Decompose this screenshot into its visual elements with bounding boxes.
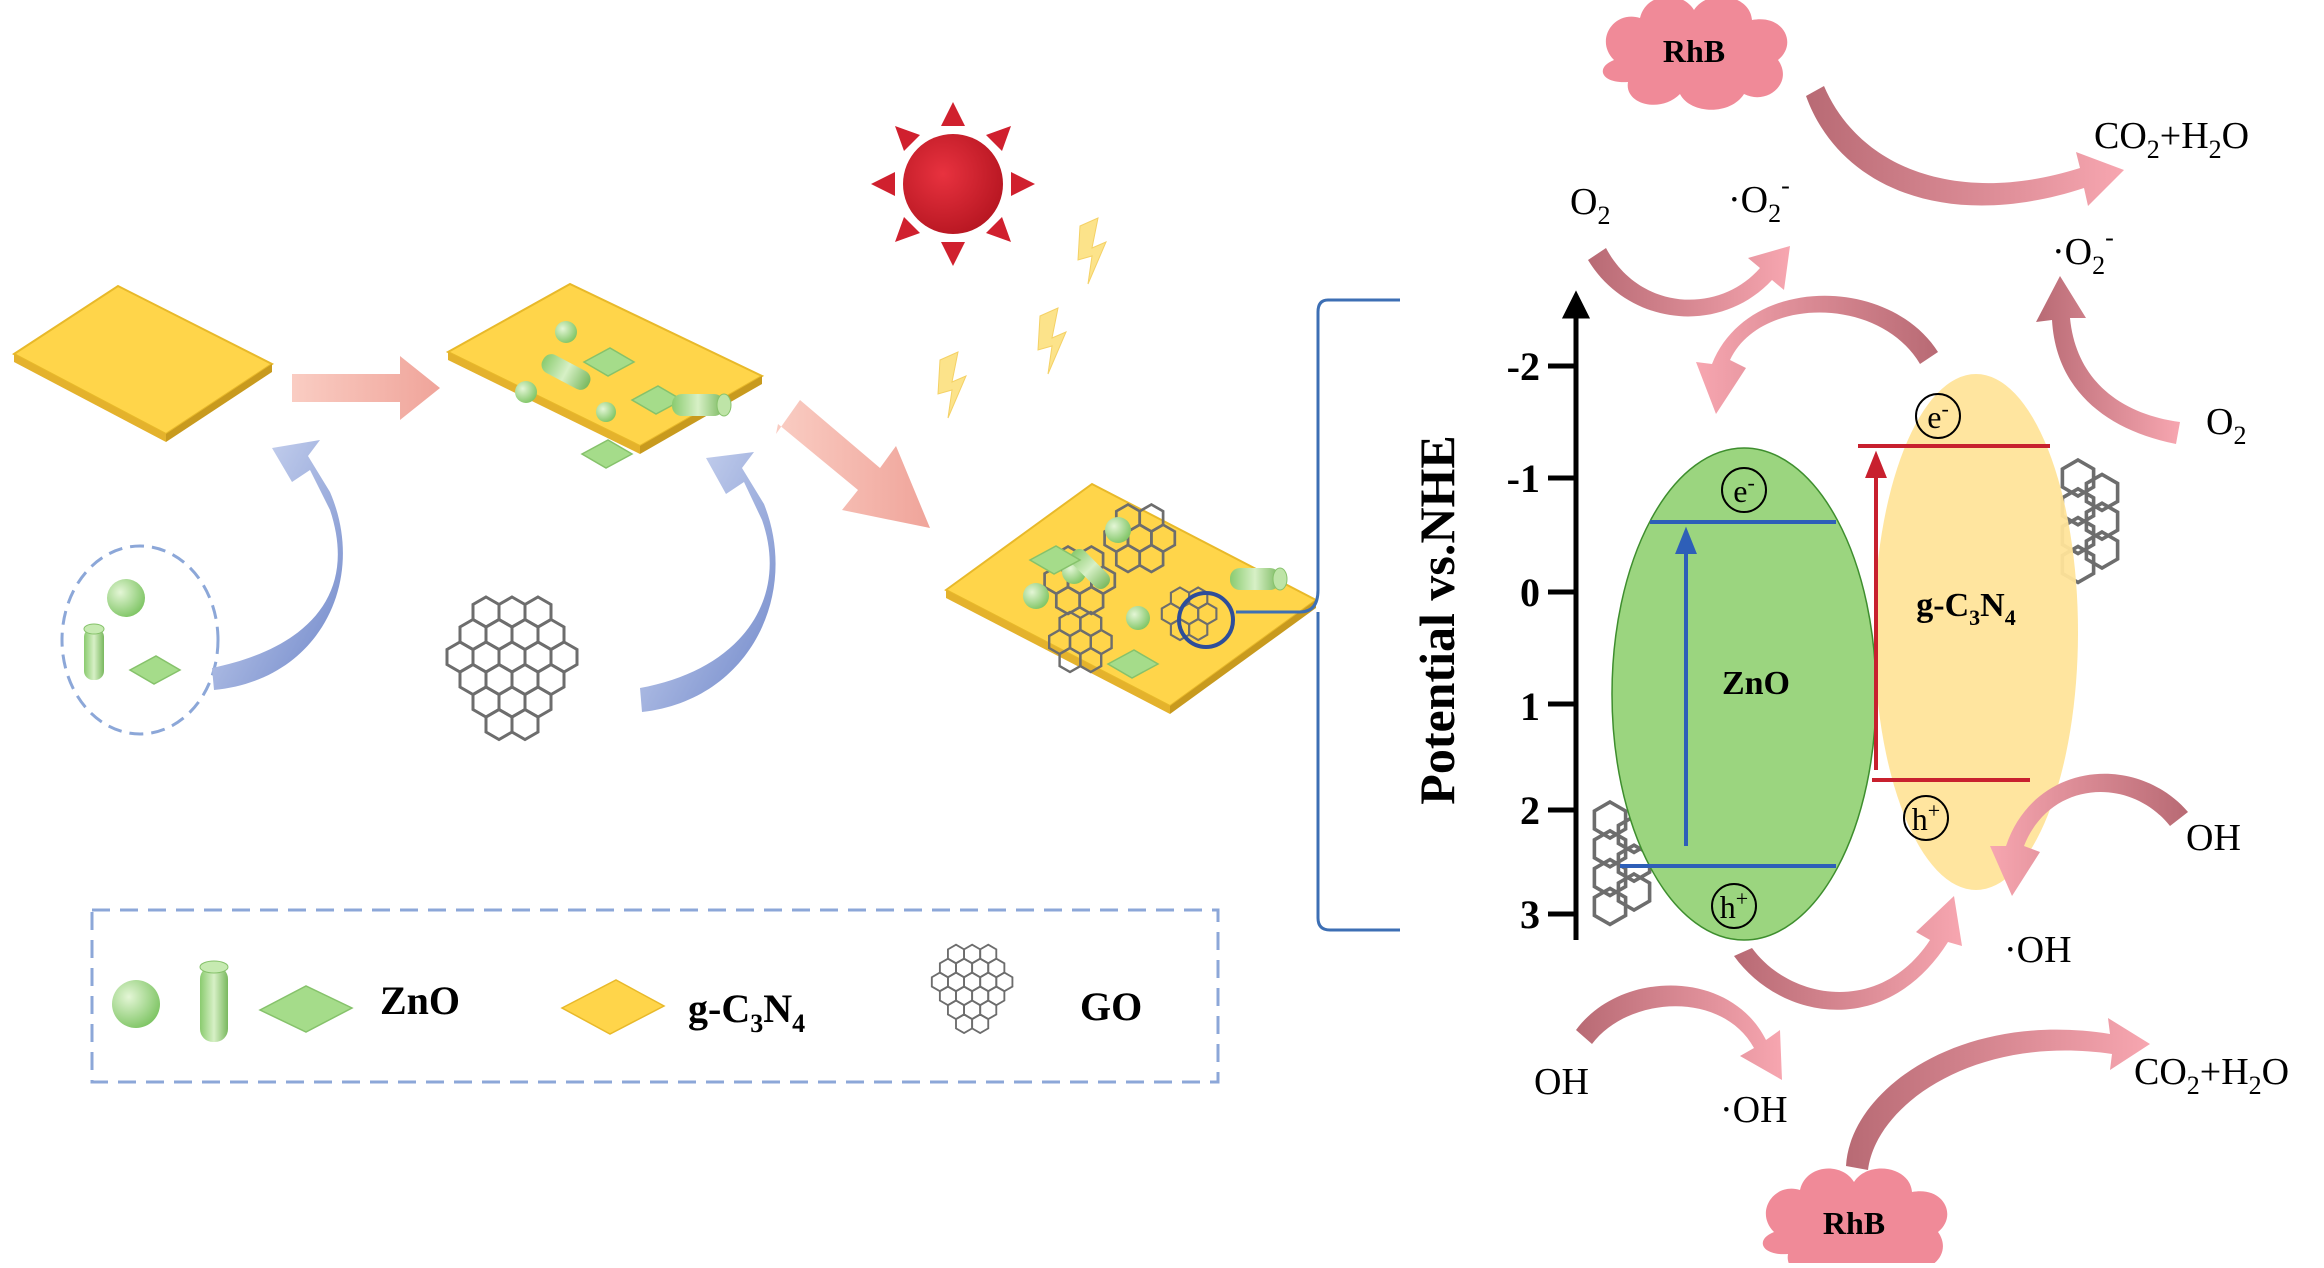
gcn-band-ellipse: [1874, 374, 2078, 890]
zno-hole: h+: [1711, 883, 1757, 929]
axis-label: Potential vs.NHE: [1409, 435, 1465, 804]
blue-arrow-go: [640, 452, 776, 712]
go-sheet: [447, 597, 577, 740]
blue-arrow-zno: [212, 440, 343, 690]
tick-label: 2: [1520, 788, 1540, 833]
gcn-electron: e-: [1915, 393, 1961, 439]
zoom-bracket: [1236, 298, 1400, 932]
hydroxyl-radical-right: ·OH: [2004, 929, 2072, 971]
potential-axis: [1548, 290, 1591, 940]
o2-right: O2: [2206, 401, 2246, 450]
oh-right: OH: [2186, 817, 2241, 859]
zno-electron: e-: [1721, 467, 1767, 513]
rhb-cloud-bottom: RhB: [1762, 1168, 1948, 1268]
co2-h2o-bottom: CO2+H2O: [2134, 1051, 2289, 1100]
superoxide-right: ·O2-: [2052, 223, 2114, 280]
tick-label: -2: [1507, 344, 1540, 389]
tick-label: 3: [1520, 892, 1540, 937]
zno-band-label: ZnO: [1722, 665, 1790, 702]
zno-precursor-group: [60, 544, 220, 736]
legend-zno-label: ZnO: [380, 978, 460, 1023]
superoxide-top: ·O2-: [1728, 171, 1790, 228]
light-bolt-icons: [937, 217, 1107, 419]
legend-box: [90, 908, 1220, 1084]
svg-text:RhB: RhB: [1823, 1205, 1885, 1241]
legend-go-label: GO: [1080, 984, 1142, 1029]
zno-bands: [1620, 520, 1836, 868]
svg-text:e-: e-: [1733, 470, 1755, 509]
o2-top-left: O2: [1570, 181, 1610, 230]
svg-text:RhB: RhB: [1663, 33, 1725, 69]
legend-gcn-label: g-C3N4: [688, 986, 805, 1038]
ternary-sheet: [944, 482, 1318, 714]
mechanism-panel: -2 -1 0 1 2 3 Potential vs.NHE: [1409, 0, 2289, 1268]
gcn-band-label: g-C3N4: [1916, 587, 2015, 630]
svg-text:h+: h+: [1720, 886, 1748, 925]
gcn-bands: [1858, 444, 2050, 782]
svg-text:e-: e-: [1927, 396, 1949, 435]
gcn-zno-sheet: [445, 282, 765, 469]
tick-label: 1: [1520, 684, 1540, 729]
step-arrow-1: [292, 356, 440, 420]
tick-label: -1: [1507, 456, 1540, 501]
sun-icon: [871, 102, 1035, 266]
reaction-arrows: [1576, 86, 2188, 1170]
svg-text:h+: h+: [1912, 798, 1940, 837]
gcn-sheet-bare: [12, 284, 274, 442]
oh-bottom-left: OH: [1534, 1061, 1589, 1103]
gcn-hole: h+: [1903, 795, 1949, 841]
tick-label: 0: [1520, 570, 1540, 615]
synthesis-panel: ZnO g-C3N4 GO: [12, 102, 1318, 1084]
hydroxyl-radical-bottom: ·OH: [1720, 1089, 1788, 1131]
rhb-cloud-top: RhB: [1602, 0, 1788, 110]
co2-h2o-top: CO2+H2O: [2094, 115, 2249, 164]
step-arrow-2: [776, 400, 930, 528]
